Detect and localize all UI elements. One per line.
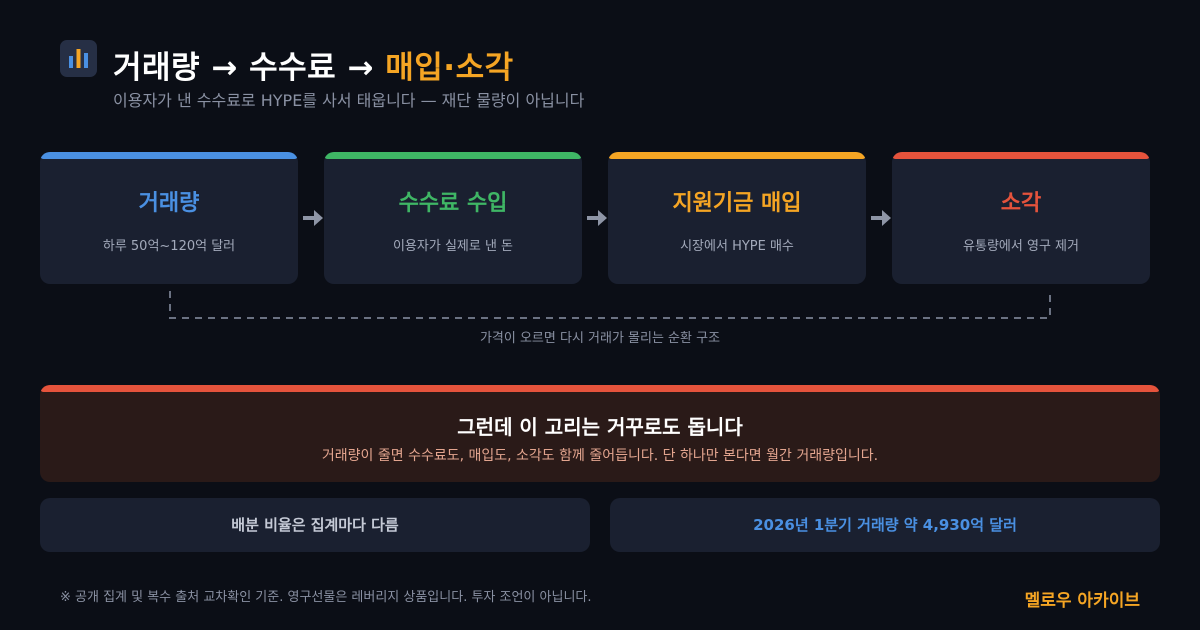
- step-color-bar: [40, 152, 298, 159]
- step-desc: 시장에서 HYPE 매수: [680, 239, 794, 254]
- page-subtitle: 이용자가 낸 수수료로 HYPE를 사서 태웁니다 — 재단 물량이 아닙니다: [113, 91, 585, 110]
- step-color-bar: [892, 152, 1150, 159]
- step-title: 소각: [1000, 191, 1042, 216]
- title-accent: 매입·소각: [385, 50, 514, 86]
- brand-name: 멜로우 아카이브: [1024, 591, 1140, 611]
- arrow-right-icon: [871, 210, 891, 226]
- flow-step-volume: 거래량 하루 50억~120억 달러: [40, 152, 298, 284]
- step-desc: 유통량에서 영구 제거: [963, 239, 1079, 254]
- step-title: 지원기금 매입: [672, 191, 802, 216]
- quarterly-volume-pill: 2026년 1분기 거래량 약 4,930억 달러: [610, 498, 1160, 552]
- warning-desc: 거래량이 줄면 수수료도, 매입도, 소각도 함께 줄어듭니다. 단 하나만 본…: [321, 448, 879, 464]
- title-main: 거래량 → 수수료 →: [113, 50, 386, 86]
- flow-step-burn: 소각 유통량에서 영구 제거: [892, 152, 1150, 284]
- arrow-right-icon: [587, 210, 607, 226]
- loop-label: 가격이 오르면 다시 거래가 몰리는 순환 구조: [479, 331, 721, 346]
- feedback-loop-line: [169, 291, 1051, 319]
- step-title: 거래량: [138, 191, 200, 216]
- warning-title: 그런데 이 고리는 거꾸로도 돕니다: [457, 415, 743, 439]
- step-title: 수수료 수입: [398, 191, 508, 216]
- page-title: 거래량 → 수수료 → 매입·소각: [113, 42, 514, 87]
- arrow-right-icon: [303, 210, 323, 226]
- step-desc: 이용자가 실제로 낸 돈: [392, 239, 514, 254]
- step-color-bar: [608, 152, 866, 159]
- distribution-note-pill: 배분 비율은 집계마다 다름: [40, 498, 590, 552]
- footnote: ※ 공개 집계 및 복수 출처 교차확인 기준. 영구선물은 레버리지 상품입니…: [60, 590, 592, 605]
- flow-step-fee-revenue: 수수료 수입 이용자가 실제로 낸 돈: [324, 152, 582, 284]
- step-desc: 하루 50억~120억 달러: [102, 239, 236, 254]
- warning-color-bar: [40, 385, 1160, 392]
- flow-step-buyback: 지원기금 매입 시장에서 HYPE 매수: [608, 152, 866, 284]
- step-color-bar: [324, 152, 582, 159]
- bar-chart-icon: [60, 40, 97, 77]
- warning-panel: 그런데 이 고리는 거꾸로도 돕니다 거래량이 줄면 수수료도, 매입도, 소각…: [40, 385, 1160, 482]
